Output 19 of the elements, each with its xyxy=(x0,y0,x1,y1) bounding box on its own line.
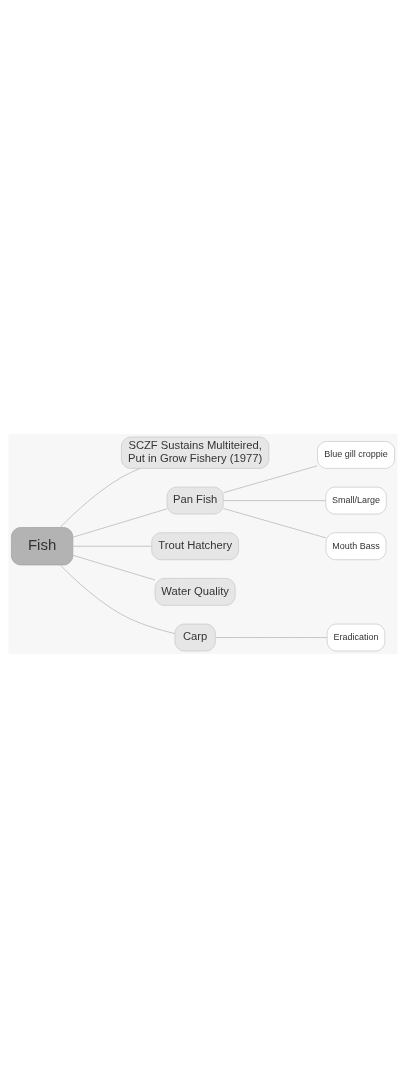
connector xyxy=(72,554,156,580)
node-box: Carp xyxy=(174,623,216,651)
connector xyxy=(59,564,176,634)
connector xyxy=(222,464,318,493)
node-box: Mouth Bass xyxy=(325,531,387,560)
connector xyxy=(222,507,327,538)
node-box: Fish xyxy=(11,526,74,565)
connector xyxy=(222,499,326,501)
node-box: Pan Fish xyxy=(166,486,224,514)
node-box: Small/Large xyxy=(325,486,387,514)
connector xyxy=(215,636,328,638)
node-box: Blue gill croppie xyxy=(317,440,395,469)
connector xyxy=(72,507,168,538)
node-box: Water Quality xyxy=(154,577,236,606)
connector xyxy=(59,467,141,528)
node-box: SCZF Sustains Multiteired, Put in Grow Fishery (1977) xyxy=(121,436,270,469)
connector xyxy=(72,545,153,547)
node-box: Eradication xyxy=(326,623,386,651)
node-box: Trout Hatchery xyxy=(151,531,239,560)
